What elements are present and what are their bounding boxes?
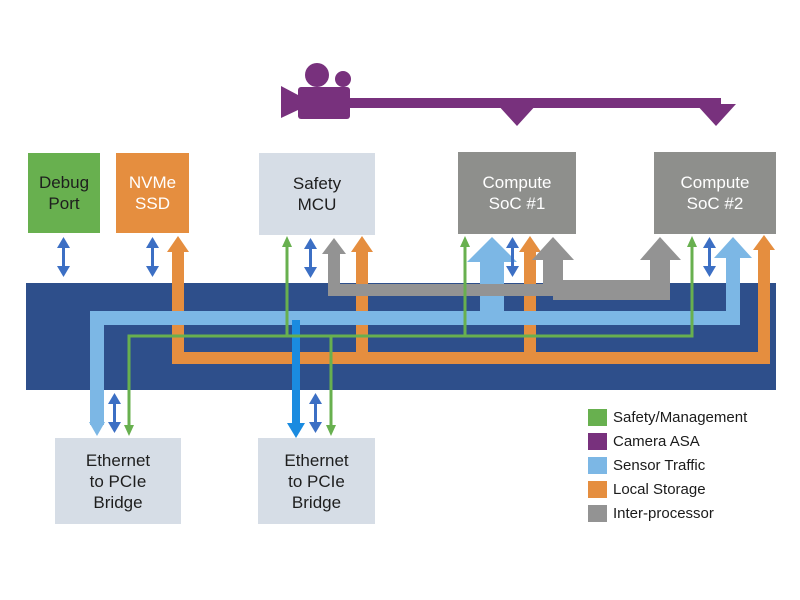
bridge-1-label-line2: to PCIe [89, 471, 147, 491]
compute-soc-1-label-line2: SoC #1 [488, 194, 546, 213]
legend-swatch [588, 432, 607, 450]
safety-mcu-label-line2: MCU [297, 195, 337, 214]
storage-arrowhead-soc1 [519, 236, 541, 252]
compute-soc-1-box: Compute SoC #1 [458, 152, 576, 234]
sensor-arrowhead-bridge2 [287, 423, 305, 438]
storage-path-nvme [172, 248, 770, 364]
link-nvme-ssd [146, 237, 159, 277]
interproc-path-soc2 [553, 258, 670, 300]
bridge-2-label-line2: to PCIe [288, 471, 345, 491]
interproc-arrowhead-safety [322, 238, 346, 254]
storage-arrowhead-nvme [167, 236, 189, 252]
bridge-1-label-line1: Ethernet [85, 450, 151, 470]
video-camera-icon [281, 63, 351, 119]
link-soc1 [506, 237, 519, 277]
legend: Safety/Management Camera ASA Sensor Traf… [588, 405, 747, 525]
safety-mcu-label-line1: Safety [292, 174, 342, 193]
compute-soc-2-label-line2: SoC #2 [686, 194, 744, 213]
safety-arrowhead-bridge1 [124, 425, 134, 436]
safety-mcu-box: Safety MCU [259, 153, 375, 235]
legend-swatch [588, 504, 607, 522]
legend-label: Camera ASA [613, 432, 700, 450]
safety-arrowheads [124, 236, 697, 436]
safety-arrowhead-soc1 [460, 236, 470, 247]
storage-arrowhead-soc2 [753, 235, 775, 250]
sensor-arrowhead-bridge1 [89, 422, 105, 436]
sensor-path-main [90, 255, 740, 425]
legend-label: Local Storage [613, 480, 706, 498]
legend-swatch [588, 480, 607, 498]
legend-item-storage: Local Storage [588, 477, 747, 501]
debug-port-label-line2: Port [48, 194, 80, 213]
storage-arrowheads [167, 235, 775, 252]
link-soc2 [703, 237, 716, 277]
link-bridge1 [108, 393, 121, 433]
storage-traffic-paths [172, 248, 770, 364]
interproc-arrowhead-soc2 [640, 237, 681, 260]
sensor-arrowheads [89, 237, 752, 436]
debug-port-label-line1: Debug [38, 173, 90, 192]
interproc-paths [328, 252, 670, 300]
safety-arrowhead-soc2 [687, 236, 697, 247]
link-bridge2 [309, 393, 322, 433]
sensor-arrowhead-soc1 [467, 237, 517, 262]
legend-item-sensor: Sensor Traffic [588, 453, 747, 477]
interproc-arrowhead-soc1 [532, 237, 574, 260]
camera-path-main [330, 98, 736, 126]
compute-soc-2-label-line1: Compute [680, 173, 750, 192]
bridge-2-label-line1: Ethernet [284, 450, 349, 470]
bridge-1-label-line3: Bridge [93, 492, 143, 512]
bidirectional-links [57, 237, 716, 433]
link-safety-mcu [304, 238, 317, 278]
legend-label: Inter-processor [613, 504, 714, 522]
nvme-ssd-label-line1: NVMe [128, 173, 177, 192]
legend-item-camera: Camera ASA [588, 429, 747, 453]
storage-arrowhead-safety [351, 236, 373, 252]
nvme-ssd-label-line2: SSD [135, 194, 170, 213]
safety-arrowhead-bridge2 [326, 425, 336, 436]
ethernet-pcie-bridge-1-box: Ethernet to PCIe Bridge [55, 438, 181, 524]
interproc-arrowheads [322, 237, 681, 260]
legend-item-interproc: Inter-processor [588, 501, 747, 525]
nvme-ssd-box: NVMe SSD [116, 153, 189, 233]
compute-soc-2-box: Compute SoC #2 [654, 152, 776, 234]
safety-paths [127, 245, 694, 427]
bridge-2-label-line3: Bridge [291, 492, 342, 512]
compute-soc-1-label-line1: Compute [482, 173, 552, 192]
safety-arrowhead-safety-mcu [282, 236, 292, 247]
legend-swatch [588, 456, 607, 474]
sensor-arrowhead-soc2 [714, 237, 752, 258]
camera-paths [330, 98, 736, 126]
legend-swatch [588, 408, 607, 426]
safety-path-bridge1 [127, 245, 694, 427]
legend-item-safety: Safety/Management [588, 405, 747, 429]
legend-label: Sensor Traffic [613, 456, 706, 474]
ethernet-pcie-bridge-2-box: Ethernet to PCIe Bridge [258, 438, 375, 524]
legend-label: Safety/Management [613, 408, 748, 426]
interproc-path-safety [328, 252, 553, 296]
link-debug-port [57, 237, 70, 277]
debug-port-box: Debug Port [28, 153, 100, 233]
